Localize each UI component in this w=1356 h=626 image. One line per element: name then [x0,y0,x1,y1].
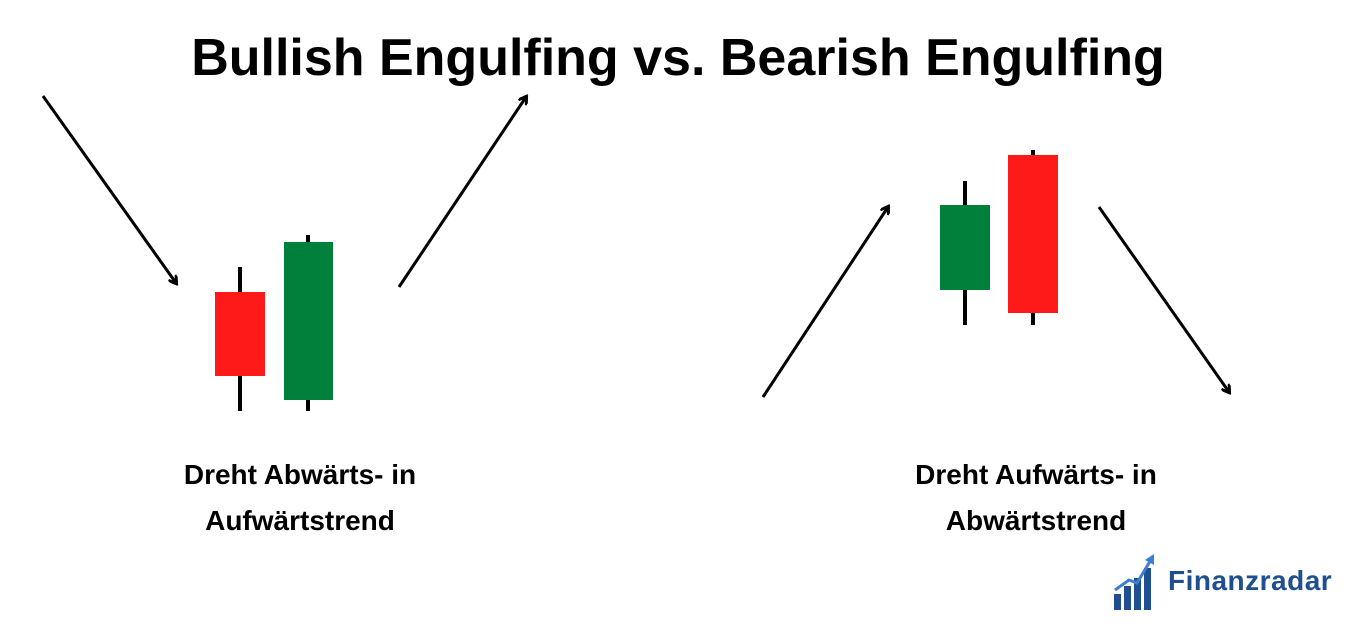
bullish-first-candle [215,292,265,376]
downtrend-arrow [41,95,176,283]
bearish-caption-line1: Dreht Aufwärts- in [915,459,1157,490]
bullish-caption-line2: Aufwärtstrend [205,505,395,536]
downtrend-arrow-2 [1097,206,1229,392]
bearish-caption-line2: Abwärtstrend [945,505,1127,536]
bearish-caption: Dreht Aufwärts- in Abwärtstrend [826,452,1246,544]
bearish-first-candle [940,205,990,290]
bullish-caption-line1: Dreht Abwärts- in [183,459,417,490]
brand-logo: Finanzradar [1112,548,1352,614]
bar-chart-arrow-icon [1114,554,1154,610]
bullish-engulfing-candle [284,242,333,400]
uptrend-arrow [397,97,526,288]
page-title: Bullish Engulfing vs. Bearish Engulfing [191,29,1165,87]
uptrend-arrow-2 [761,207,888,398]
bearish-engulfing-candle [1008,155,1058,313]
brand-name: Finanzradar [1168,565,1333,596]
bullish-caption: Dreht Abwärts- in Aufwärtstrend [90,452,510,544]
